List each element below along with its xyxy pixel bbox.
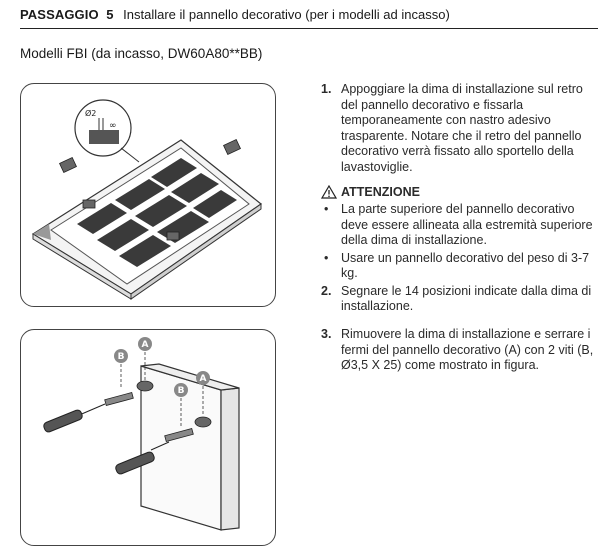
models-heading: Modelli FBI (da incasso, DW60A80**BB): [20, 46, 263, 61]
inset-dimension: ∞: [109, 121, 117, 131]
inset-diameter-label: Ø2: [85, 108, 96, 118]
step-3-number: 3.: [321, 327, 332, 341]
step-3: 3. Rimuovere la dima di installazione e …: [321, 327, 601, 374]
caution-bullet-2: • Usare un pannello decorativo del peso …: [321, 251, 601, 282]
label-b-1: B: [118, 352, 125, 362]
label-b-2: B: [178, 386, 185, 396]
step-2-text: Segnare le 14 posizioni indicate dalla d…: [341, 283, 592, 314]
step-1-number: 1.: [321, 82, 332, 96]
step-1-text: Appoggiare la dima di installazione sul …: [341, 82, 583, 174]
step-3-text: Rimuovere la dima di installazione e ser…: [341, 327, 594, 372]
template-illustration: Ø2 ∞: [20, 83, 276, 307]
caution-title: ATTENZIONE: [341, 185, 420, 199]
instructions-section-1: 1. Appoggiare la dima di installazione s…: [321, 82, 601, 315]
fastener-drawing: B A B A: [43, 337, 240, 531]
step-title: Installare il pannello decorativo (per i…: [123, 7, 450, 22]
label-a-1: A: [142, 340, 149, 350]
step-2: 2. Segnare le 14 posizioni indicate dall…: [321, 284, 601, 315]
step-header: PASSAGGIO 5 Installare il pannello decor…: [20, 6, 598, 29]
step-1: 1. Appoggiare la dima di installazione s…: [321, 82, 601, 175]
bullet-symbol: •: [324, 250, 329, 265]
step-label: PASSAGGIO: [20, 7, 99, 22]
warning-icon: [321, 185, 337, 199]
fastener-illustration: B A B A: [20, 329, 276, 546]
step-2-number: 2.: [321, 283, 332, 298]
template-drawing: Ø2 ∞: [31, 99, 263, 300]
instructions-section-2: 3. Rimuovere la dima di installazione e …: [321, 327, 601, 374]
caution-bullet-1-text: La parte superiore del pannello decorati…: [341, 202, 593, 247]
bullet-symbol: •: [324, 202, 329, 216]
caution-bullet-1: • La parte superiore del pannello decora…: [321, 202, 601, 249]
step-number: 5: [106, 7, 114, 22]
label-a-2: A: [200, 374, 207, 384]
caution-bullet-2-text: Usare un pannello decorativo del peso di…: [341, 250, 590, 281]
caution-heading: ATTENZIONE: [321, 184, 601, 200]
